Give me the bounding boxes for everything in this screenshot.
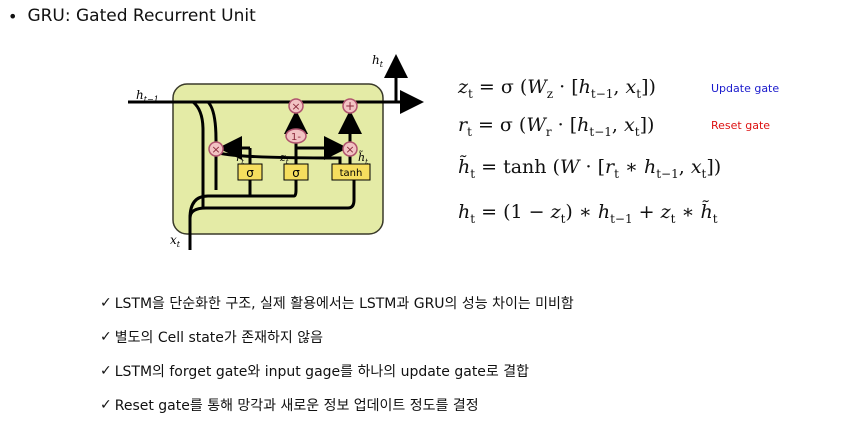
svg-text:+: + bbox=[345, 99, 355, 113]
update-sigma-label: σ bbox=[292, 166, 300, 180]
h-prev-label: ht−1 bbox=[136, 88, 159, 104]
checklist: ✓ LSTM을 단순화한 구조, 실제 활용에서는 LSTM과 GRU의 성능 … bbox=[100, 286, 574, 422]
check-icon: ✓ bbox=[100, 363, 112, 379]
checklist-text: LSTM을 단순화한 구조, 실제 활용에서는 LSTM과 GRU의 성능 차이… bbox=[114, 296, 574, 312]
checklist-item: ✓ LSTM을 단순화한 구조, 실제 활용에서는 LSTM과 GRU의 성능 … bbox=[100, 286, 574, 320]
tanh-box bbox=[331, 163, 371, 181]
slide-heading: • GRU: Gated Recurrent Unit bbox=[8, 6, 256, 26]
plus-op bbox=[342, 98, 358, 114]
svg-text:×: × bbox=[211, 143, 220, 156]
checklist-text: Reset gate를 통해 망각과 새로운 정보 업데이트 정도를 결정 bbox=[114, 398, 479, 414]
checklist-item: ✓ LSTM의 forget gate와 input gage를 하나의 upd… bbox=[100, 354, 574, 388]
svg-text:1-: 1- bbox=[291, 132, 301, 143]
svg-text:×: × bbox=[345, 143, 354, 156]
tanh-label: tanh bbox=[340, 168, 363, 179]
slide-title: GRU: Gated Recurrent Unit bbox=[27, 6, 256, 26]
h-out-label: ht bbox=[372, 53, 384, 69]
reset-sigma-label: σ bbox=[246, 166, 254, 180]
update-gate-equation: zt = σ (Wz · [ht−1, xt]) bbox=[458, 76, 656, 101]
h-tilde-label: h̃t bbox=[358, 151, 368, 166]
check-icon: ✓ bbox=[100, 329, 112, 345]
checklist-item: ✓ Reset gate를 통해 망각과 새로운 정보 업데이트 정도를 결정 bbox=[100, 388, 574, 422]
svg-text:×: × bbox=[291, 100, 300, 113]
gru-cell-diagram: σ σ tanh × + × × 1- ht ht−1 xt rt zt h̃t bbox=[128, 53, 424, 250]
candidate-state-equation: h̃t = tanh (W · [rt ∗ ht−1, xt]) bbox=[458, 156, 722, 181]
mult-op-htilde bbox=[342, 141, 358, 157]
check-icon: ✓ bbox=[100, 397, 112, 413]
checklist-text: LSTM의 forget gate와 input gage를 하나의 updat… bbox=[114, 364, 530, 380]
z-label: zt bbox=[279, 151, 289, 166]
mult-op-top bbox=[288, 98, 304, 114]
update-gate-label: Update gate bbox=[711, 82, 780, 95]
hidden-state-equation: ht = (1 − zt) ∗ ht−1 + zt ∗ h̃t bbox=[458, 201, 718, 226]
checklist-item: ✓ 별도의 Cell state가 존재하지 않음 bbox=[100, 320, 574, 354]
mult-op-reset bbox=[208, 141, 224, 157]
reset-gate-equation: rt = σ (Wr · [ht−1, xt]) bbox=[458, 114, 655, 139]
reset-sigma-box bbox=[237, 163, 263, 181]
reset-gate-label: Reset gate bbox=[711, 119, 771, 132]
update-sigma-box bbox=[283, 163, 309, 181]
r-label: rt bbox=[236, 151, 244, 166]
x-in-label: xt bbox=[170, 233, 181, 249]
heading-bullet: • bbox=[8, 6, 18, 26]
one-minus-op bbox=[285, 128, 307, 144]
check-icon: ✓ bbox=[100, 295, 112, 311]
checklist-text: 별도의 Cell state가 존재하지 않음 bbox=[114, 330, 323, 346]
